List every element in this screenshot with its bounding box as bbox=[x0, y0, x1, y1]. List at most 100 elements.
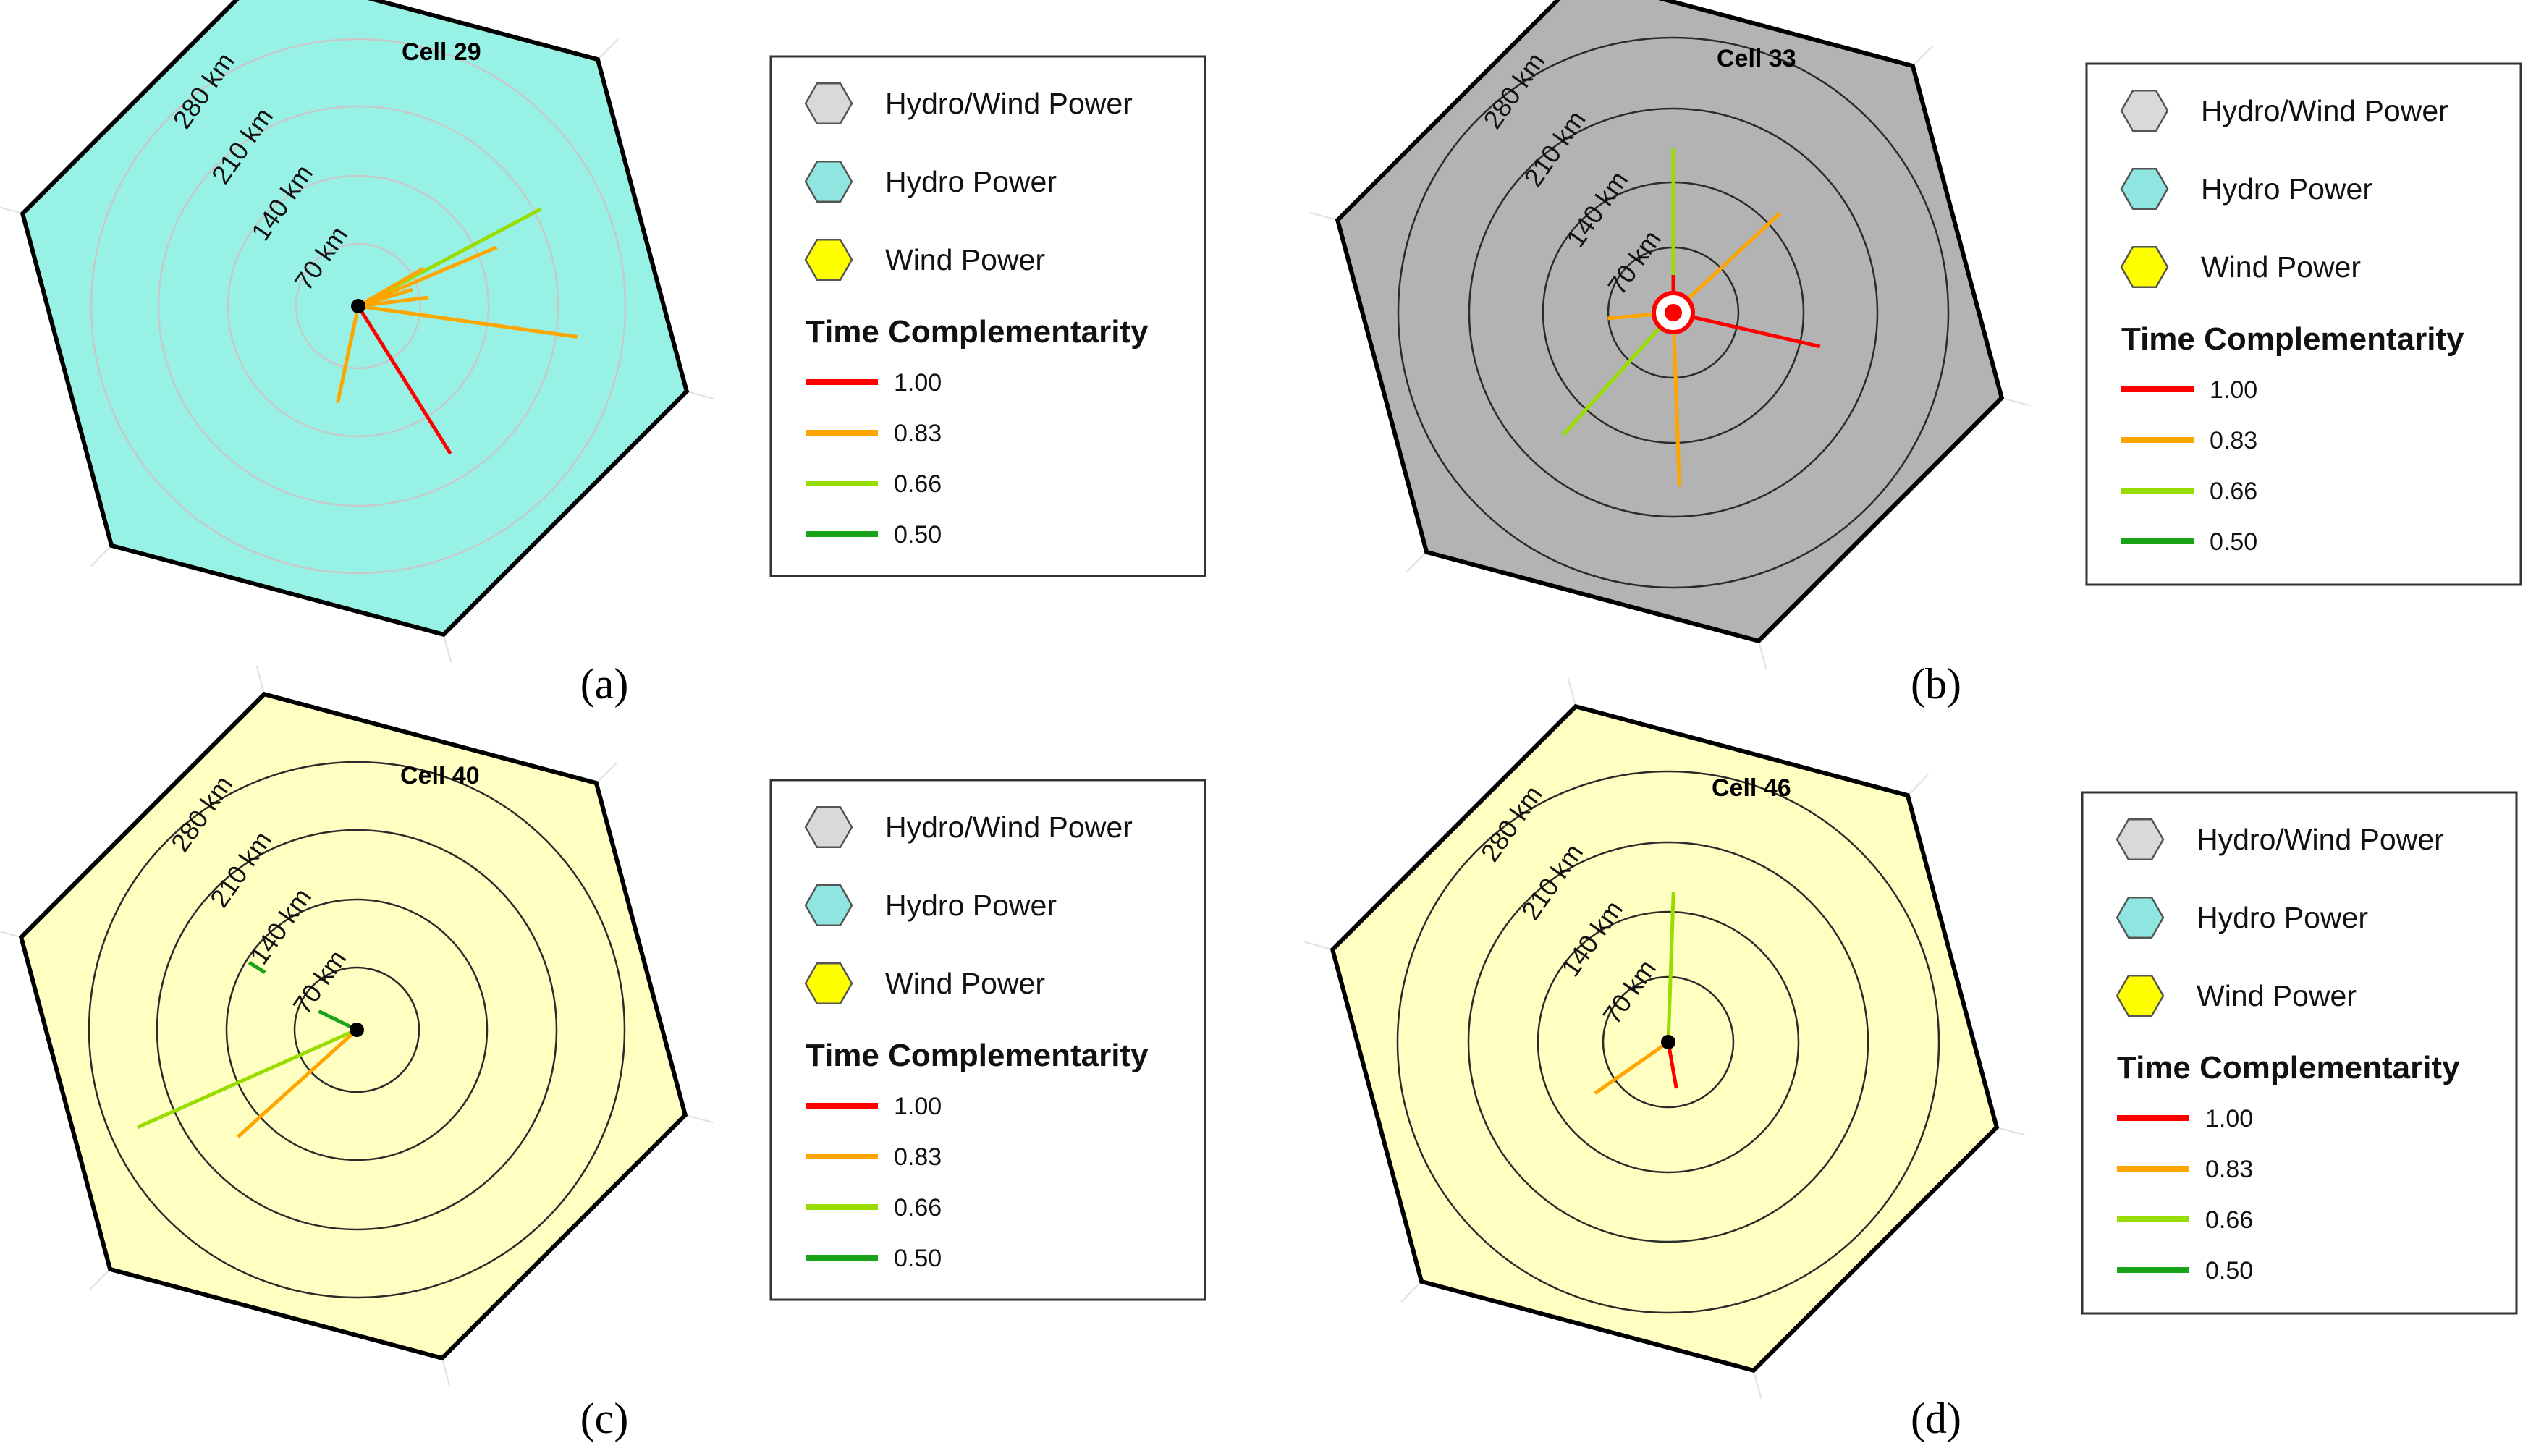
hydro-wind-hex-icon bbox=[2116, 818, 2165, 860]
ray-tc-0_83 bbox=[237, 1028, 358, 1138]
legend-value: 0.50 bbox=[2205, 1257, 2253, 1284]
wind-hex-icon bbox=[804, 239, 853, 281]
ray-tc-1_00 bbox=[1666, 1041, 1678, 1089]
cell-label: Cell 29 bbox=[402, 38, 481, 66]
legend-value: 0.50 bbox=[894, 1245, 942, 1272]
neighbour-hex-hint bbox=[1309, 45, 2030, 669]
ring-1 bbox=[295, 242, 422, 370]
legend-item-label: Hydro Power bbox=[2201, 172, 2372, 206]
ray-tc-0_83 bbox=[358, 304, 578, 339]
distance-rings bbox=[90, 38, 627, 575]
distance-rings bbox=[88, 761, 626, 1299]
cell-label: Cell 33 bbox=[1717, 45, 1796, 72]
wind-hex-icon bbox=[2116, 975, 2165, 1017]
wind-hex-icon bbox=[2120, 246, 2169, 288]
ring-1 bbox=[1602, 975, 1735, 1109]
cell-label: Cell 40 bbox=[400, 762, 480, 790]
distance-rings bbox=[1396, 770, 1940, 1314]
ray-fragment-tc-0_50 bbox=[248, 960, 266, 974]
ray-tc-0_66 bbox=[1561, 311, 1675, 436]
center-marker bbox=[1661, 1035, 1675, 1049]
legend-box bbox=[769, 55, 1206, 577]
hydro-hex-icon bbox=[2116, 897, 2165, 939]
hydro-hex-icon bbox=[804, 884, 853, 926]
legend-box bbox=[2081, 791, 2518, 1315]
legend-item-label: Hydro/Wind Power bbox=[885, 87, 1133, 120]
ring-2 bbox=[227, 174, 490, 438]
legend-item-label: Wind Power bbox=[885, 243, 1045, 276]
legend-value: 0.66 bbox=[894, 1194, 942, 1222]
legend-box bbox=[769, 779, 1206, 1301]
ring-4 bbox=[1396, 770, 1940, 1314]
neighbour-hex-hint bbox=[1304, 678, 2025, 1399]
panel-label: (a) bbox=[580, 660, 629, 708]
neighbour-hex-hint bbox=[0, 38, 715, 663]
legend-value: 0.50 bbox=[2210, 528, 2257, 556]
legend-item-label: Hydro Power bbox=[2197, 901, 2368, 934]
ring-2 bbox=[1537, 910, 1800, 1174]
hydro-hex-icon bbox=[804, 161, 853, 203]
legend-item-label: Hydro/Wind Power bbox=[885, 810, 1133, 844]
ray-tc-0_83 bbox=[358, 245, 498, 308]
legend-value: 1.00 bbox=[894, 369, 942, 397]
hydro-wind-hex-icon bbox=[2120, 90, 2169, 132]
legend-value: 1.00 bbox=[894, 1093, 942, 1120]
ray-tc-0_66 bbox=[137, 1028, 358, 1130]
ray-tc-0_83 bbox=[358, 295, 429, 308]
panel-label: (d) bbox=[1911, 1394, 1961, 1442]
legend-value: 1.00 bbox=[2205, 1105, 2253, 1133]
legend-title: Time Complementarity bbox=[2121, 321, 2464, 357]
legend-value: 0.66 bbox=[2210, 478, 2257, 505]
legend-value: 0.83 bbox=[894, 420, 942, 447]
legend-title: Time Complementarity bbox=[806, 314, 1149, 350]
ray-tc-1_00 bbox=[1673, 310, 1821, 349]
wind-hex-icon bbox=[804, 962, 853, 1004]
hydro-hex-icon bbox=[2120, 168, 2169, 210]
legend-item-label: Hydro/Wind Power bbox=[2197, 823, 2444, 856]
ray-tc-0_83 bbox=[1594, 1040, 1670, 1095]
neighbour-hex-hint bbox=[0, 666, 714, 1387]
ring-3 bbox=[1468, 107, 1879, 518]
ray-tc-0_66 bbox=[1666, 892, 1675, 1043]
legend-item-label: Hydro Power bbox=[885, 889, 1057, 922]
center-marker bbox=[350, 1023, 364, 1037]
center-marker bbox=[1665, 304, 1682, 321]
legend-value: 0.66 bbox=[2205, 1206, 2253, 1234]
legend-value: 0.50 bbox=[894, 521, 942, 549]
ring-3 bbox=[156, 829, 558, 1231]
legend-item-label: Hydro/Wind Power bbox=[2201, 94, 2448, 127]
legend-item-label: Hydro Power bbox=[885, 165, 1057, 198]
ray-tc-0_83 bbox=[1671, 312, 1681, 487]
legend-item-label: Wind Power bbox=[885, 967, 1045, 1000]
complementarity-rays bbox=[336, 207, 578, 455]
ring-3 bbox=[1467, 841, 1869, 1243]
ring-3 bbox=[157, 105, 559, 507]
legend-box bbox=[2085, 62, 2522, 586]
hydro-wind-hex-icon bbox=[804, 82, 853, 124]
cell-label: Cell 46 bbox=[1712, 774, 1791, 802]
ring-4 bbox=[1397, 36, 1950, 589]
ring-1 bbox=[293, 966, 420, 1093]
center-marker bbox=[351, 299, 365, 313]
ray-tc-0_83 bbox=[1672, 211, 1782, 314]
panel-label: (b) bbox=[1911, 660, 1961, 708]
ring-4 bbox=[90, 38, 627, 575]
ring-2 bbox=[225, 898, 489, 1161]
distance-rings bbox=[1397, 36, 1950, 589]
legend-value: 0.83 bbox=[894, 1143, 942, 1171]
legend-value: 0.66 bbox=[894, 470, 942, 498]
legend-value: 0.83 bbox=[2205, 1156, 2253, 1183]
ray-tc-1_00 bbox=[356, 305, 452, 455]
legend-title: Time Complementarity bbox=[2117, 1050, 2460, 1085]
ray-tc-0_83 bbox=[357, 266, 425, 308]
legend-item-label: Wind Power bbox=[2197, 979, 2357, 1012]
